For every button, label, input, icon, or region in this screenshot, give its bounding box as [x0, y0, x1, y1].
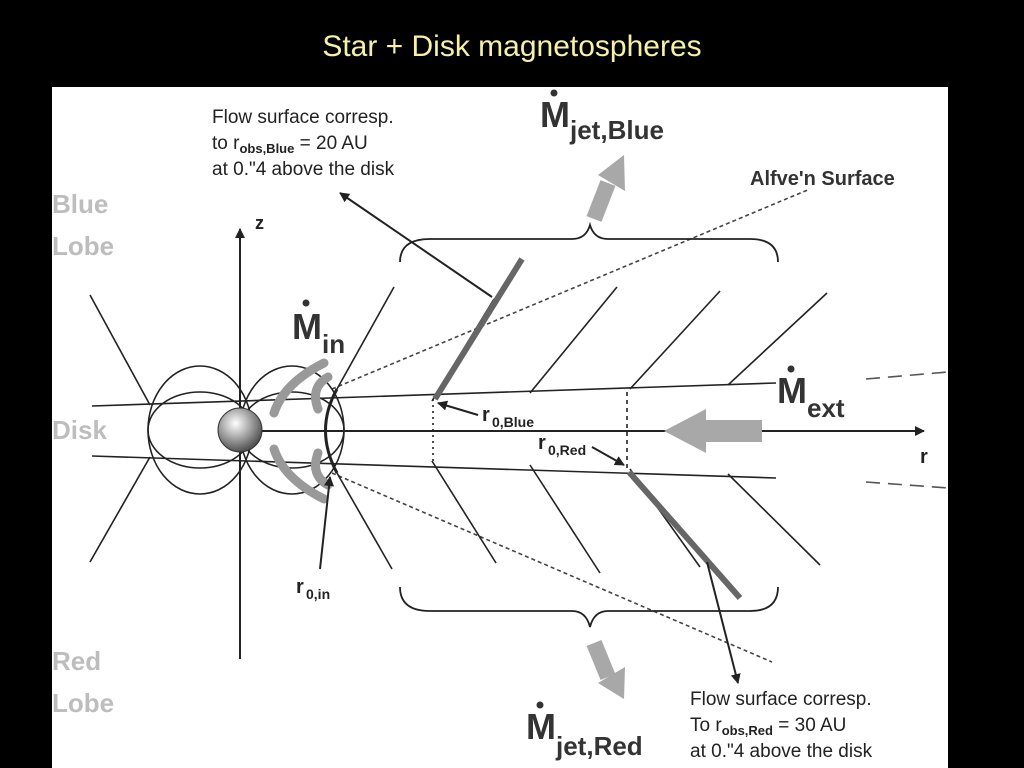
accretion-loop-edge	[324, 388, 339, 474]
flow-red-note-line3: at 0."4 above the disk	[690, 741, 873, 762]
svg-text:jet,Red: jet,Red	[555, 731, 643, 761]
alfven-surface-label: Alfve'n Surface	[750, 168, 895, 190]
disk-lower-extension	[865, 481, 948, 489]
svg-text:0,in: 0,in	[306, 586, 330, 602]
r0-in-label: r 0,in	[296, 576, 330, 602]
star	[217, 407, 263, 453]
disk-upper-surface	[91, 382, 777, 407]
diagram-panel: Blue Lobe Disk Red Lobe z r Alfve'n Surf…	[52, 87, 948, 768]
svg-text:M: M	[526, 706, 556, 747]
flow-red-pointer	[706, 561, 741, 684]
svg-text:0,Blue: 0,Blue	[492, 414, 534, 430]
r-axis-label: r	[920, 446, 928, 468]
svg-text:M: M	[292, 306, 322, 347]
svg-text:M: M	[540, 94, 570, 135]
red-lobe-label-line2: Lobe	[52, 688, 114, 718]
flow-blue-note-line3: at 0."4 above the disk	[212, 159, 395, 180]
flow-surface-blue	[432, 257, 525, 401]
disk-label: Disk	[52, 415, 107, 445]
r0-blue-label: r 0,Blue	[482, 404, 534, 430]
svg-text:r: r	[482, 404, 490, 426]
svg-text:r: r	[296, 576, 304, 598]
m-jet-red-label: M jet,Red	[526, 701, 643, 761]
flow-blue-pointer	[339, 192, 493, 298]
disk-lower-surface	[91, 455, 777, 479]
svg-text:0,Red: 0,Red	[548, 442, 586, 458]
jet-red-arrow	[586, 639, 625, 699]
external-inflow-arrow	[664, 409, 762, 453]
m-in-label: M in	[292, 299, 345, 359]
svg-text:M: M	[777, 370, 807, 411]
flow-blue-note-line2: to robs,Blue = 20 AU	[212, 133, 368, 156]
flow-red-note-line2: To robs,Red = 30 AU	[690, 715, 846, 738]
m-jet-blue-label: M jet,Blue	[540, 89, 664, 145]
stellar-outer-field-lines	[89, 286, 395, 570]
svg-text:jet,Blue: jet,Blue	[569, 115, 664, 145]
disk-upper-extension	[865, 371, 948, 380]
flow-surface-red	[626, 470, 743, 600]
r0-in-pointer	[319, 476, 334, 570]
flow-red-note-line1: Flow surface corresp.	[690, 689, 872, 710]
magnetosphere-diagram: Blue Lobe Disk Red Lobe z r Alfve'n Surf…	[52, 89, 948, 762]
r0-red-label: r 0,Red	[538, 432, 586, 458]
alfven-surface-upper	[331, 188, 811, 390]
r0-red-pointer	[591, 446, 625, 466]
blue-lobe-label-line2: Lobe	[52, 231, 114, 261]
alfven-surface-lower	[331, 472, 773, 663]
svg-text:in: in	[322, 329, 345, 359]
r0-blue-pointer	[437, 400, 479, 416]
z-axis-label: z	[255, 213, 264, 233]
brace-lower	[399, 586, 779, 628]
red-lobe-label-line1: Red	[52, 646, 101, 676]
flow-blue-note-line1: Flow surface corresp.	[212, 107, 394, 128]
svg-text:ext: ext	[807, 393, 845, 423]
jet-blue-arrow	[586, 155, 625, 222]
brace-upper	[399, 221, 779, 263]
blue-lobe-label-line1: Blue	[52, 189, 108, 219]
m-ext-label: M ext	[777, 365, 845, 423]
svg-text:r: r	[538, 432, 546, 454]
slide-title: Star + Disk magnetospheres	[322, 30, 702, 63]
